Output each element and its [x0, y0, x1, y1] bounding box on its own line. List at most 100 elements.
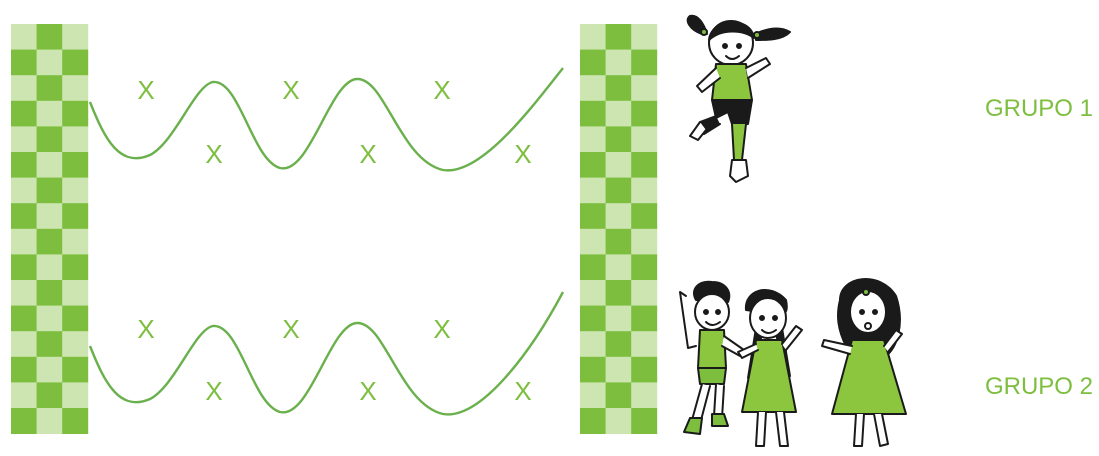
- flag-square: [631, 382, 658, 409]
- flag-square: [11, 305, 37, 332]
- group-1-marker: X: [433, 75, 450, 105]
- flag-square: [11, 331, 37, 358]
- flag-square: [580, 177, 606, 204]
- flag-square: [631, 280, 658, 306]
- flag-square: [605, 100, 632, 127]
- group-1-marker: X: [137, 75, 154, 105]
- flag-square: [580, 126, 606, 153]
- flag-square: [62, 126, 89, 153]
- flag-square: [605, 126, 632, 153]
- flag-square: [62, 356, 89, 383]
- flag-square: [605, 382, 632, 409]
- flag-square: [605, 152, 632, 178]
- flag-square: [36, 305, 63, 332]
- flag-square: [605, 305, 632, 332]
- flag-square: [62, 49, 89, 76]
- flag-square: [631, 408, 658, 434]
- flag-square: [36, 177, 63, 204]
- dancing-children-icon: [679, 278, 907, 447]
- flag-square: [62, 203, 89, 230]
- flag-square: [62, 305, 89, 332]
- flag-square: [631, 177, 658, 204]
- flag-square: [62, 75, 89, 102]
- flag-square: [631, 331, 658, 358]
- group-2-marker: X: [359, 376, 376, 406]
- flag-square: [11, 177, 37, 204]
- flag-square: [36, 126, 63, 153]
- flag-square: [580, 100, 606, 127]
- flag-square: [580, 305, 606, 332]
- flag-square: [631, 356, 658, 383]
- flag-square: [11, 382, 37, 409]
- group-1-marker: X: [359, 139, 376, 169]
- flag-square: [36, 152, 63, 178]
- flag-square: [62, 254, 89, 281]
- flag-square: [580, 203, 606, 230]
- flag-square: [631, 100, 658, 127]
- group-1-zigzag-path: [88, 67, 564, 172]
- flag-square: [580, 254, 606, 281]
- flag-square: [580, 75, 606, 102]
- flag-square: [11, 152, 37, 178]
- flag-square: [605, 280, 632, 306]
- flag-square: [605, 177, 632, 204]
- flag-square: [11, 24, 37, 50]
- flag-square: [605, 356, 632, 383]
- flag-square: [36, 49, 63, 76]
- flag-square: [62, 152, 89, 178]
- flag-square: [36, 203, 63, 230]
- group-1-label: GRUPO 1: [985, 95, 1093, 122]
- flag-square: [36, 408, 63, 434]
- flag-square: [11, 280, 37, 306]
- flag-square: [36, 228, 63, 255]
- flag-square: [580, 331, 606, 358]
- flag-square: [631, 228, 658, 255]
- group-1-marker: X: [282, 75, 299, 105]
- flag-square: [36, 356, 63, 383]
- flag-square: [580, 49, 606, 76]
- flag-square: [580, 228, 606, 255]
- flag-square: [62, 331, 89, 358]
- group-2-marker: X: [205, 376, 222, 406]
- flag-square: [580, 280, 606, 306]
- group-2-marker: X: [137, 314, 154, 344]
- flag-square: [631, 75, 658, 102]
- group-1-marker: X: [205, 139, 222, 169]
- group-2-marker: X: [514, 376, 531, 406]
- flag-square: [580, 356, 606, 383]
- flag-square: [11, 100, 37, 127]
- group-2-marker: X: [433, 314, 450, 344]
- flag-square: [36, 24, 63, 50]
- flag-square: [11, 126, 37, 153]
- flag-square: [580, 152, 606, 178]
- flag-square: [631, 305, 658, 332]
- flag-square: [580, 408, 606, 434]
- flag-square: [11, 254, 37, 281]
- flag-square: [11, 408, 37, 434]
- flag-square: [11, 356, 37, 383]
- flag-square: [11, 203, 37, 230]
- group-1-marker: X: [514, 139, 531, 169]
- flag-square: [605, 203, 632, 230]
- group-2-marker: X: [282, 314, 299, 344]
- flag-square: [62, 382, 89, 409]
- checkered-flag-start-icon: [11, 24, 89, 434]
- flag-square: [631, 49, 658, 76]
- flag-square: [605, 24, 632, 50]
- flag-square: [605, 228, 632, 255]
- flag-square: [62, 228, 89, 255]
- group-2-label: GRUPO 2: [985, 373, 1093, 400]
- flag-square: [62, 280, 89, 306]
- flag-square: [631, 152, 658, 178]
- flag-square: [62, 100, 89, 127]
- flag-square: [62, 408, 89, 434]
- flag-square: [631, 254, 658, 281]
- flag-square: [605, 254, 632, 281]
- flag-square: [580, 382, 606, 409]
- flag-square: [631, 203, 658, 230]
- flag-square: [580, 24, 606, 50]
- flag-square: [62, 24, 89, 50]
- flag-square: [11, 75, 37, 102]
- flag-square: [36, 75, 63, 102]
